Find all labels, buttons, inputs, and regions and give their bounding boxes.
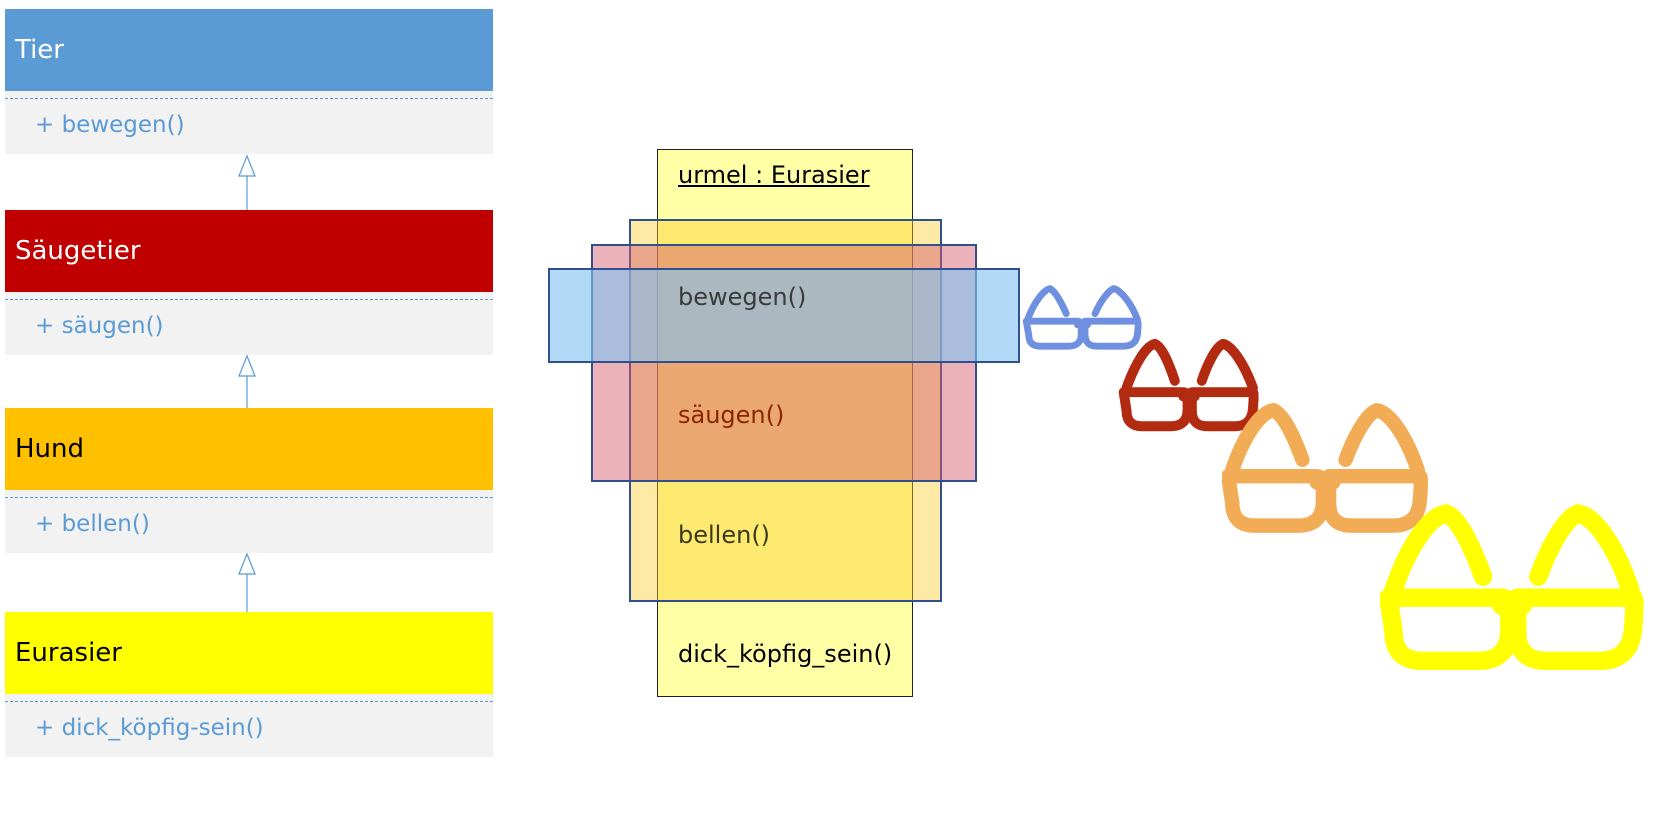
object-layer-tier xyxy=(548,268,1020,363)
class-header-eurasier: Eurasier xyxy=(5,612,493,694)
glasses-blue-icon xyxy=(1022,285,1142,350)
class-method-tier: + bewegen() xyxy=(35,112,185,138)
class-method-eurasier: + dick_köpfig-sein() xyxy=(35,715,264,741)
class-body-hund: + bellen() xyxy=(5,497,493,553)
class-header-hund: Hund xyxy=(5,408,493,490)
object-box-eurasier xyxy=(657,149,913,697)
object-method-dick-koepfig-text: dick_köpfig_sein() xyxy=(678,640,893,668)
object-method-saeugen: säugen() xyxy=(678,401,784,429)
object-method-bewegen-text: bewegen() xyxy=(678,283,807,311)
object-method-saeugen-text: säugen() xyxy=(678,401,785,429)
class-name-saeugetier: Säugetier xyxy=(15,236,141,266)
class-name-hund: Hund xyxy=(15,434,85,464)
object-method-bellen-text: bellen() xyxy=(678,521,771,549)
glasses-red-icon xyxy=(1118,338,1259,432)
glasses-yellow-icon xyxy=(1380,504,1644,671)
object-method-dick-koepfig: dick_köpfig_sein() xyxy=(678,640,892,668)
class-separator-saeugetier xyxy=(5,292,493,303)
class-separator-tier xyxy=(5,91,493,102)
glasses-orange-icon xyxy=(1222,403,1428,533)
class-separator-eurasier xyxy=(5,694,493,705)
object-method-bellen: bellen() xyxy=(678,521,770,549)
class-method-hund: + bellen() xyxy=(35,511,150,537)
object-title: urmel : Eurasier xyxy=(678,161,870,189)
class-method-saeugetier: + säugen() xyxy=(35,313,164,339)
inheritance-arrow-2 xyxy=(238,354,256,412)
class-body-eurasier: + dick_köpfig-sein() xyxy=(5,701,493,757)
class-header-tier: Tier xyxy=(5,9,493,91)
object-method-bewegen: bewegen() xyxy=(678,283,806,311)
class-name-eurasier: Eurasier xyxy=(15,638,122,668)
class-name-tier: Tier xyxy=(15,35,64,65)
class-header-saeugetier: Säugetier xyxy=(5,210,493,292)
class-body-saeugetier: + säugen() xyxy=(5,299,493,355)
object-title-text: urmel : Eurasier xyxy=(678,161,870,189)
inheritance-arrow-3 xyxy=(238,552,256,612)
class-body-tier: + bewegen() xyxy=(5,98,493,154)
inheritance-arrow-1 xyxy=(238,154,256,212)
class-separator-hund xyxy=(5,490,493,501)
